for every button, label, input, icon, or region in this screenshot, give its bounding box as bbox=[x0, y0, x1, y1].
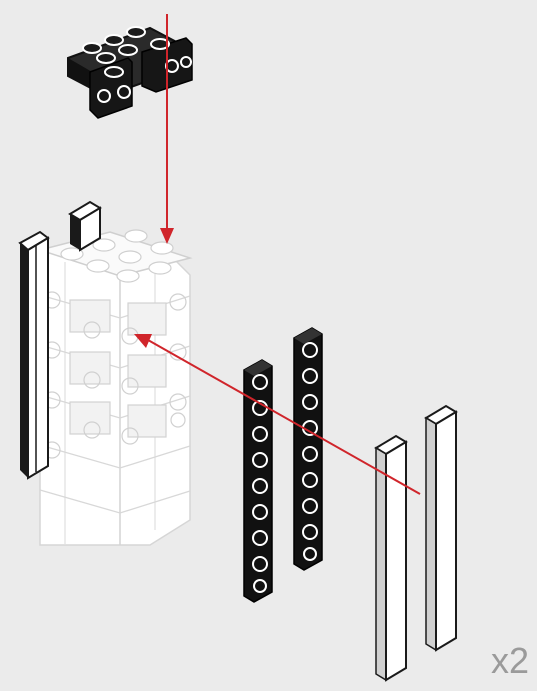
white-column-assembly bbox=[20, 202, 190, 545]
white-tile-back bbox=[426, 406, 456, 650]
quantity-multiplier: x2 bbox=[491, 640, 529, 682]
black-plate-back bbox=[294, 328, 322, 570]
black-bracket-brick bbox=[68, 27, 192, 118]
